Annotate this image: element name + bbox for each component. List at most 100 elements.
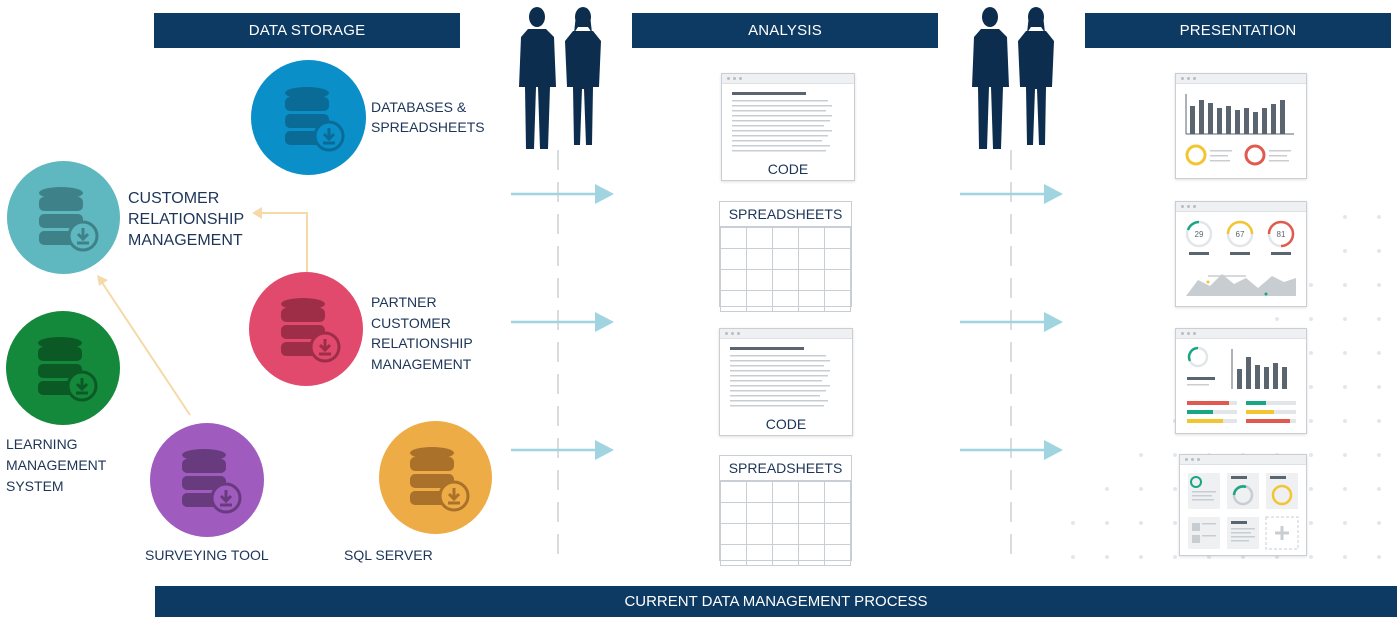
dash-segment (557, 182, 559, 202)
dash-segment (1010, 310, 1012, 330)
grid-dot (1377, 385, 1381, 389)
footer-banner: CURRENT DATA MANAGEMENT PROCESS (155, 586, 1397, 617)
label-line: CUSTOMER (371, 314, 451, 331)
database-icon (410, 447, 470, 512)
grid-dot (1139, 521, 1143, 525)
grid-dot (1343, 249, 1347, 253)
sql-server-label: SQL SERVER (344, 547, 433, 563)
code-label: CODE (765, 416, 807, 432)
dash-segment (557, 374, 559, 394)
database-icon (182, 449, 242, 514)
dash-segment (1010, 406, 1012, 426)
label-line: LEARNING (6, 436, 78, 452)
header-presentation: PRESENTATION (1085, 13, 1391, 48)
databases-label: DATABASES & SPREADSHEETS (371, 97, 485, 137)
grid-dot (1105, 555, 1109, 559)
grid-dot (1377, 351, 1381, 355)
grid-dot (1241, 555, 1245, 559)
database-icon (39, 187, 99, 252)
grid-dot (1139, 453, 1143, 457)
progress-thumbnail (1187, 346, 1296, 423)
dash-segment (1010, 374, 1012, 394)
grid-dot (1309, 385, 1313, 389)
databases-circle (251, 60, 366, 175)
crm-label: CUSTOMER RELATIONSHIP MANAGEMENT (128, 188, 244, 251)
lms-circle (6, 311, 120, 425)
grid-dot (1309, 453, 1313, 457)
grid-dot (1377, 555, 1381, 559)
dash-segment (1010, 342, 1012, 362)
dash-segment (1010, 470, 1012, 490)
database-icon (285, 87, 345, 152)
dash-segment (557, 502, 559, 522)
window-titlebar (720, 329, 852, 339)
grid-dot (1309, 521, 1313, 525)
label-line: SYSTEM (6, 478, 64, 494)
grid-dot (1207, 555, 1211, 559)
grid-dot (1275, 317, 1279, 321)
surveying-tool-label: SURVEYING TOOL (145, 547, 269, 563)
window-titlebar (1176, 202, 1306, 212)
dash-segment (557, 214, 559, 234)
grid-dot (1377, 215, 1381, 219)
sql-server-circle (379, 421, 492, 534)
dash-segment (1010, 534, 1012, 554)
grid-dot (1343, 521, 1347, 525)
label-line: MANAGEMENT (128, 232, 243, 249)
dash-segment (1010, 502, 1012, 522)
grid-dot (1173, 521, 1177, 525)
code-label: CODE (767, 161, 809, 177)
gauge-value: 67 (1236, 230, 1245, 239)
dash-segment (1010, 438, 1012, 458)
grid-dot (1343, 487, 1347, 491)
dash-segment (557, 534, 559, 554)
grid-dot (1343, 351, 1347, 355)
dash-segment (1010, 278, 1012, 298)
label-line: MANAGEMENT (371, 355, 472, 372)
partner-crm-label: PARTNER CUSTOMER RELATIONSHIP MANAGEMENT (371, 292, 473, 374)
dash-segment (557, 470, 559, 490)
gauge-value: 81 (1277, 230, 1286, 239)
grid-dot (1343, 215, 1347, 219)
grid-dot (1343, 385, 1347, 389)
dashboard-gauges: 29 67 81 (1175, 201, 1307, 307)
spreadsheet-grid (720, 227, 851, 312)
grid-dot (1343, 317, 1347, 321)
grid-dot (1377, 487, 1381, 491)
spreadsheet: SPREADSHEETS (719, 201, 852, 312)
label-line: DATABASES & (371, 99, 467, 115)
bar-chart-thumbnail (1185, 94, 1294, 166)
people-silhouette-icon (972, 7, 1054, 149)
header-analysis: ANALYSIS (632, 13, 938, 48)
cards-thumbnail (1188, 473, 1299, 550)
code-window: CODE (719, 328, 853, 436)
window-titlebar (1180, 455, 1306, 465)
database-icon (38, 337, 98, 402)
grid-dot (1343, 555, 1347, 559)
window-titlebar (1176, 74, 1306, 84)
spreadsheet: SPREADSHEETS (719, 455, 852, 566)
grid-dot (1309, 283, 1313, 287)
dash-segment (1010, 214, 1012, 234)
grid-dot (1173, 453, 1177, 457)
dash-segment (557, 342, 559, 362)
window-titlebar (1176, 329, 1306, 339)
grid-dot (1309, 419, 1313, 423)
gauge-value: 29 (1195, 230, 1204, 239)
label-line: RELATIONSHIP (371, 335, 473, 351)
grid-dot (1139, 487, 1143, 491)
grid-dot (1309, 317, 1313, 321)
grid-dot (1343, 453, 1347, 457)
grid-dot (1173, 555, 1177, 559)
spreadsheet-grid (720, 481, 851, 566)
window-titlebar (722, 74, 854, 84)
dash-segment (1010, 182, 1012, 202)
grid-dot (1377, 283, 1381, 287)
spreadsheet-label: SPREADSHEETS (720, 456, 851, 481)
grid-dot (1309, 555, 1313, 559)
grid-dot (1377, 249, 1381, 253)
people-silhouette-icon (519, 7, 601, 149)
grid-dot (1071, 555, 1075, 559)
dashboard-progress (1175, 328, 1307, 434)
